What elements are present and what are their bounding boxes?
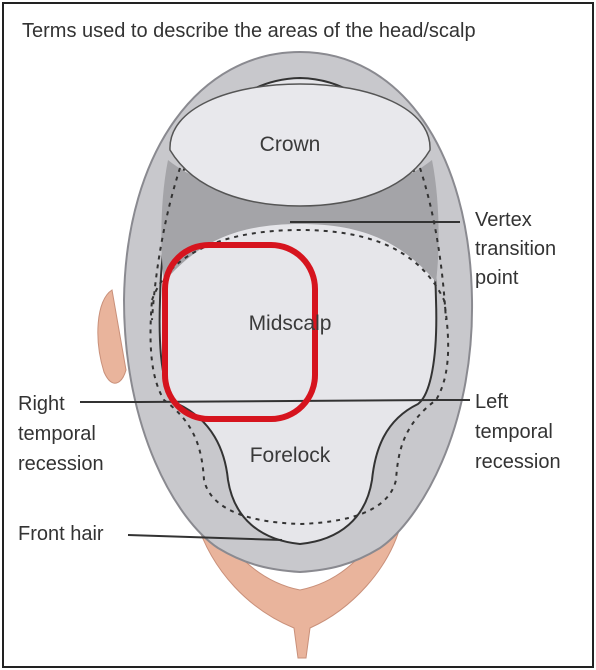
right-temporal-callout: Right temporal recession [18, 393, 104, 475]
left-temporal-callout: Left temporal recession [475, 391, 561, 473]
midscalp-label: Midscalp [249, 312, 332, 335]
figure-title: Terms used to describe the areas of the … [22, 20, 476, 42]
front-hair-callout: Front hair [18, 523, 104, 545]
right-ear [97, 289, 127, 384]
crown-area [169, 83, 431, 207]
vertex-dotted-line [151, 167, 447, 321]
forelock-label: Forelock [250, 444, 331, 467]
crown-label: Crown [260, 133, 321, 156]
temporal-line [139, 399, 441, 403]
front-hair-leader [127, 534, 283, 541]
vertex-callout: Vertex transition point [475, 209, 562, 289]
midscalp-highlight [162, 242, 318, 422]
